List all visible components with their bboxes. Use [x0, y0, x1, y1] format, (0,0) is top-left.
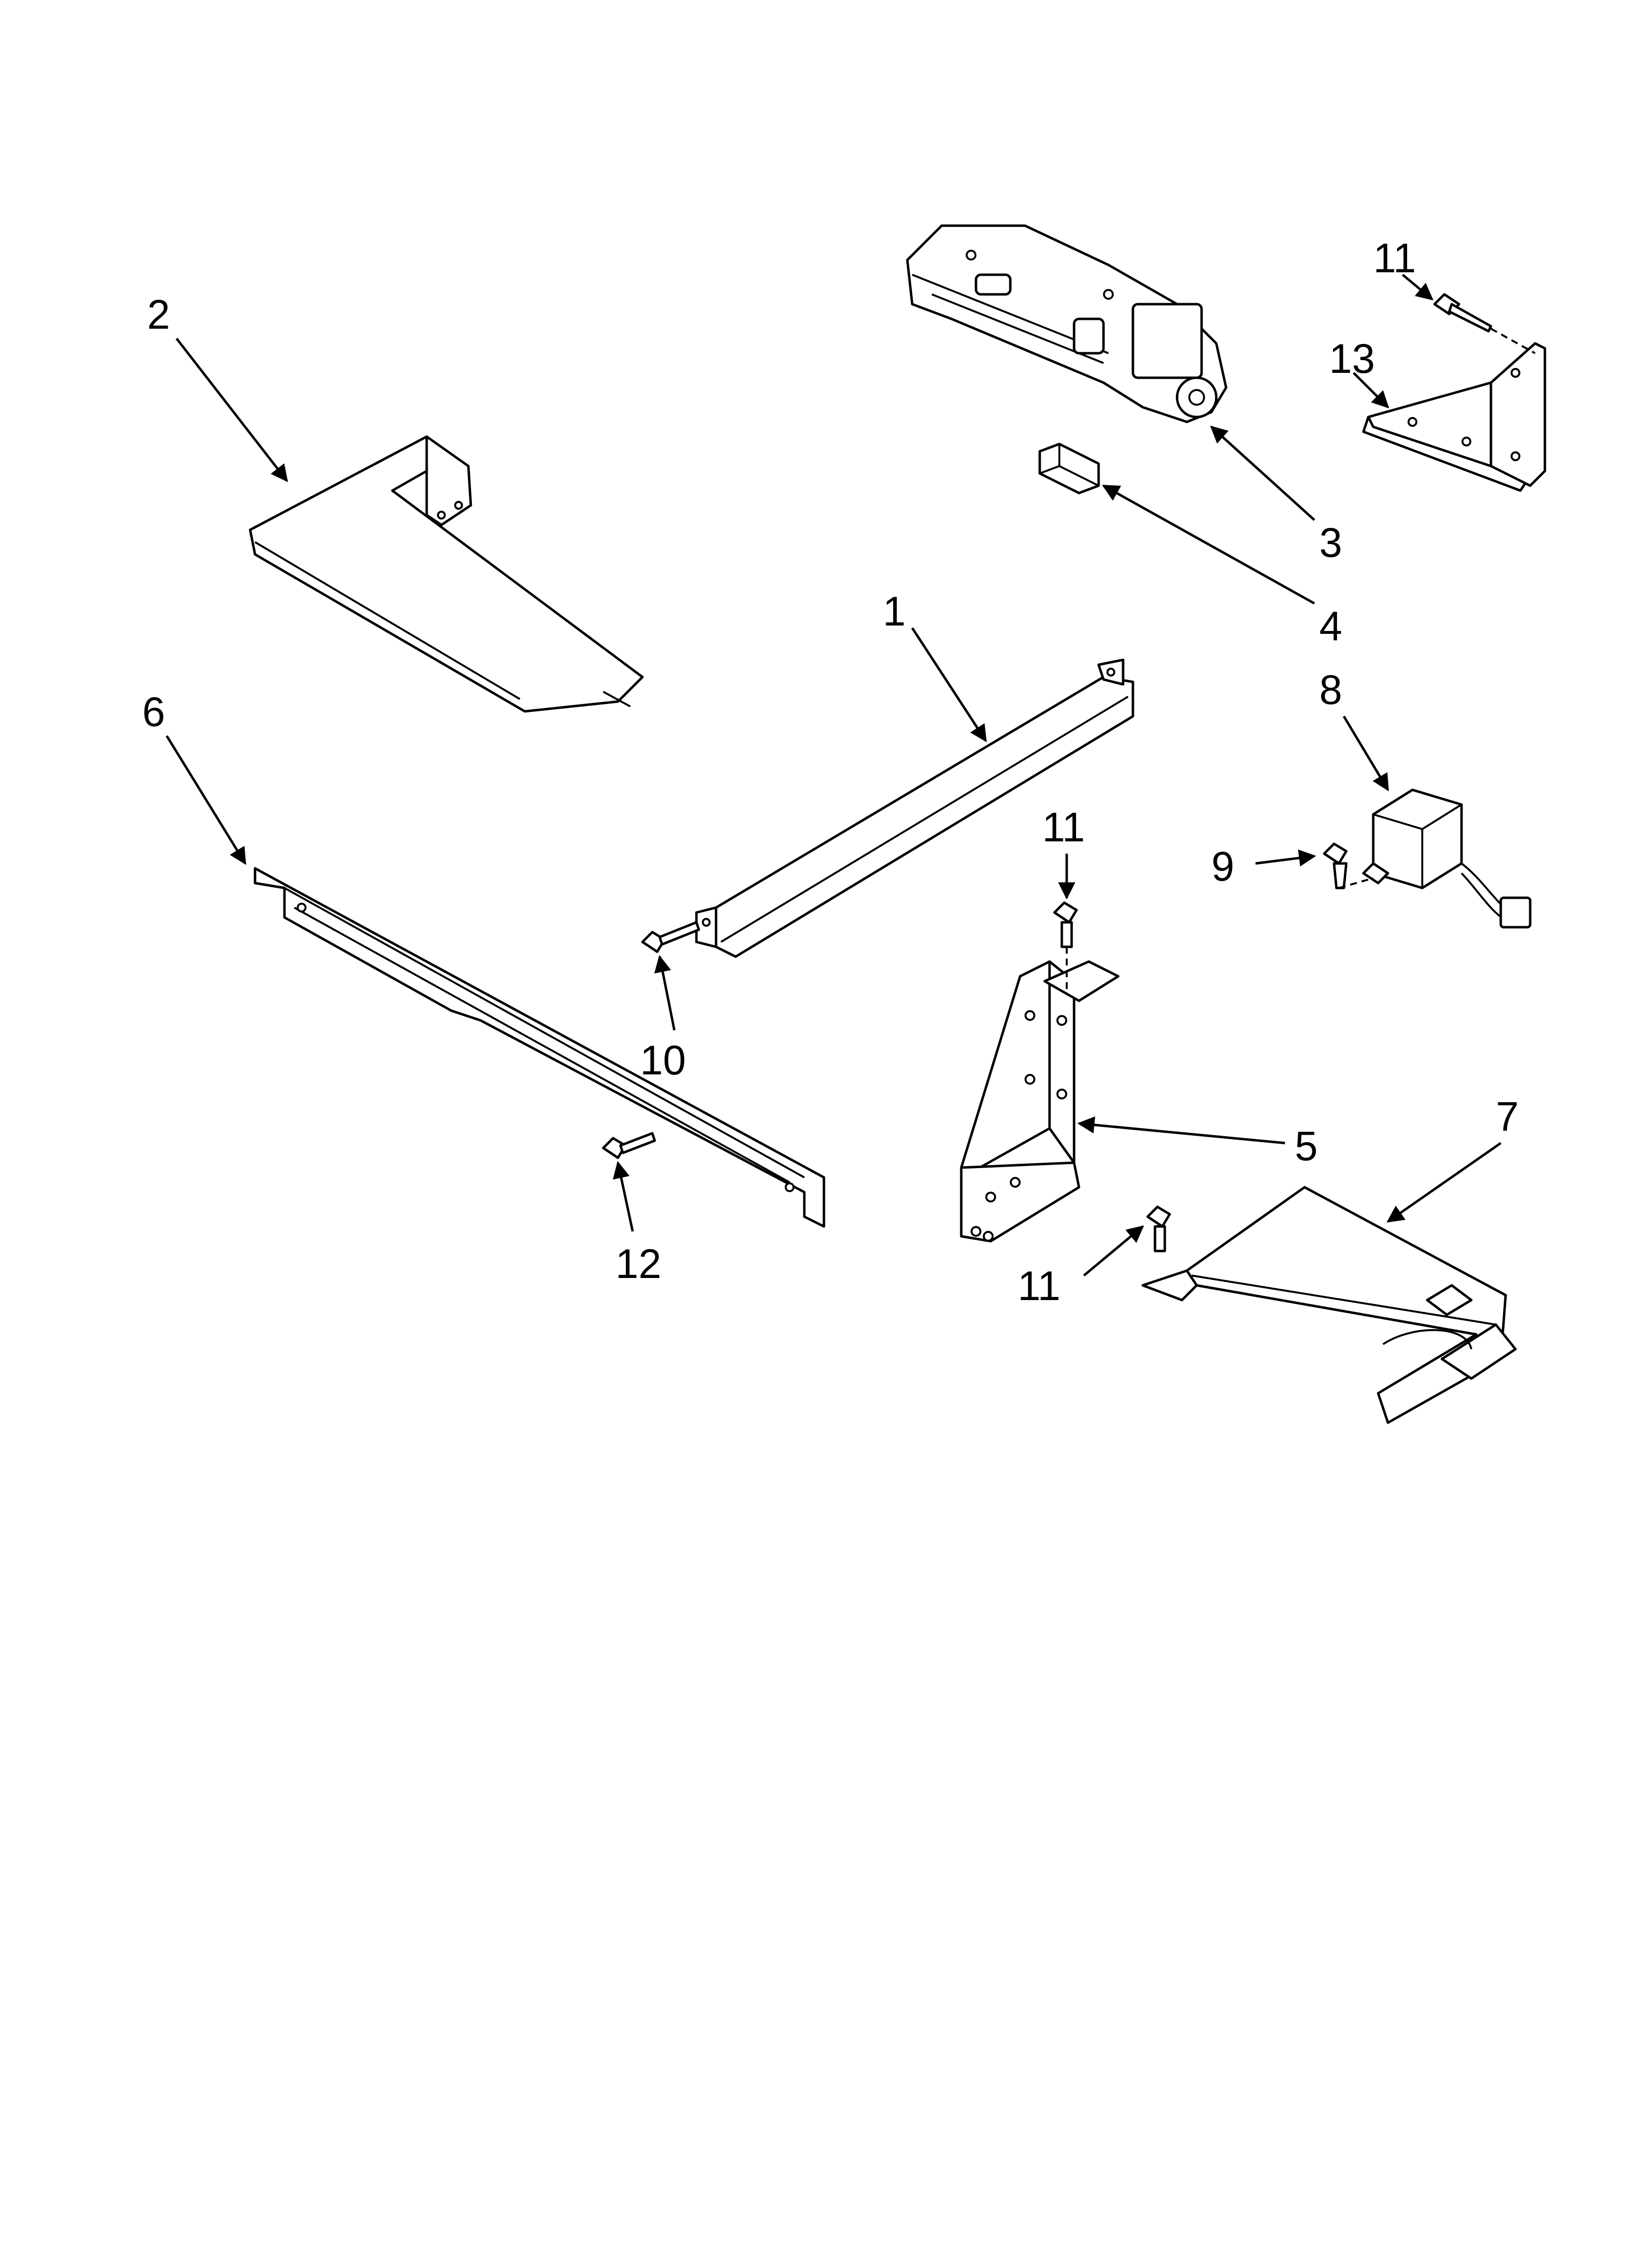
part-8-transformer	[1362, 788, 1532, 929]
screw-10	[641, 921, 700, 953]
callout-12: 12	[616, 1241, 661, 1287]
callout-11-middle: 11	[1042, 804, 1085, 850]
screw-11-bottom	[1146, 1205, 1171, 1252]
screw-12	[602, 1132, 656, 1159]
callout-11-bottom: 11	[1018, 1263, 1060, 1309]
screw-9	[1323, 842, 1374, 889]
part-1-channel	[695, 658, 1134, 958]
leader-lines	[165, 274, 1502, 1277]
callout-11-top: 11	[1373, 235, 1416, 281]
part-5-angled-bracket	[960, 960, 1120, 1243]
callout-labels: 2 1 3 4 5 6 7 8 9 10 11 11 11 12 13	[142, 235, 1519, 1309]
callout-1: 1	[883, 588, 906, 634]
callout-2: 2	[147, 291, 170, 338]
callout-10: 10	[640, 1037, 686, 1083]
callout-9: 9	[1211, 843, 1234, 889]
callout-5: 5	[1295, 1123, 1318, 1169]
callout-6: 6	[142, 689, 165, 735]
screw-11-top-right	[1433, 293, 1536, 354]
part-3-latch-motor-assembly	[906, 224, 1228, 423]
callout-7: 7	[1496, 1094, 1519, 1140]
callout-8: 8	[1319, 667, 1342, 713]
part-7-tray	[1141, 1186, 1517, 1424]
part-6-vented-strip	[254, 867, 825, 1228]
callout-13: 13	[1329, 336, 1375, 382]
part-2-l-panel	[249, 435, 644, 713]
callout-3: 3	[1319, 520, 1342, 566]
part-13-bracket	[1362, 342, 1546, 492]
part-4-spacer-block	[1038, 443, 1100, 495]
screw-11-middle	[1053, 901, 1078, 991]
callout-4: 4	[1319, 603, 1342, 649]
